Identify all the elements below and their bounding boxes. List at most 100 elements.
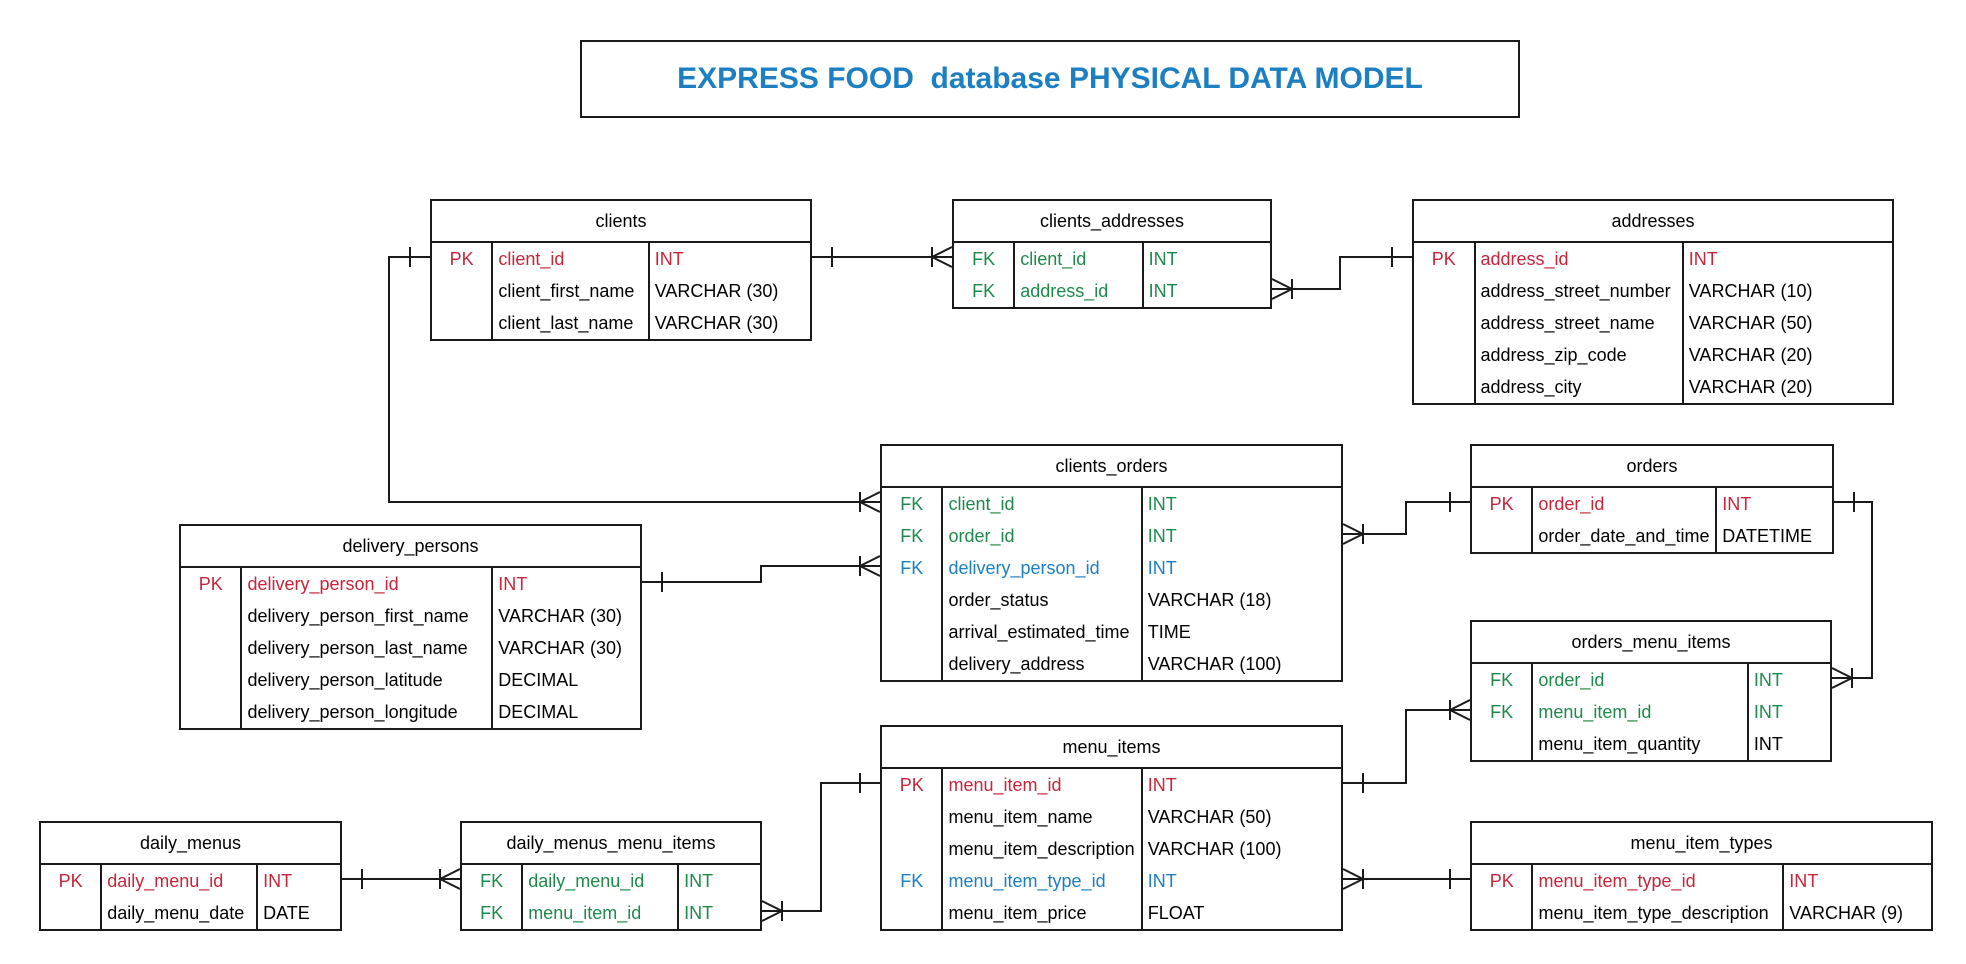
table-name: clients_orders: [882, 446, 1341, 488]
field-name: menu_item_type_id: [948, 871, 1106, 891]
many-cardinality-mark: [859, 555, 881, 567]
type-column: INT VARCHAR (9): [1782, 865, 1931, 929]
key-column: PK: [1472, 488, 1531, 552]
field-column: order_id order_date_and_time: [1531, 488, 1715, 552]
key-marker: [432, 307, 491, 339]
field-name: delivery_address: [948, 654, 1085, 674]
table-name: daily_menus_menu_items: [462, 823, 760, 865]
table-name: menu_item_types: [1472, 823, 1931, 865]
link-orders-orders-menu-items: [1832, 501, 1873, 679]
field-type: INT: [1147, 558, 1177, 578]
field-name: daily_menu_id: [528, 871, 645, 891]
many-cardinality-mark: [1342, 878, 1364, 890]
field-type: INT: [1147, 494, 1177, 514]
key-marker: [181, 664, 240, 696]
field-name: client_first_name: [498, 281, 635, 301]
field-type: DECIMAL: [498, 670, 579, 690]
field-name: menu_item_id: [1538, 702, 1652, 722]
table-name: daily_menus: [41, 823, 340, 865]
field-type: INT: [263, 871, 293, 891]
field-name: delivery_person_id: [948, 558, 1100, 578]
table-name: clients_addresses: [954, 201, 1270, 243]
key-marker: [882, 616, 941, 648]
field-name: daily_menu_date: [107, 903, 245, 923]
field-type: TIME: [1147, 622, 1191, 642]
field-column: client_id client_first_name client_last_na…: [491, 243, 647, 339]
field-name: delivery_person_first_name: [247, 606, 469, 626]
many-cardinality-mark: [859, 501, 881, 513]
key-marker: [1414, 371, 1474, 403]
table-name: delivery_persons: [181, 526, 640, 568]
key-marker: FK: [900, 526, 924, 546]
field-name: address_zip_code: [1480, 345, 1627, 365]
key-marker: FK: [900, 558, 924, 578]
key-column: PK: [432, 243, 491, 339]
link-delivery-persons-clients-orders: [642, 565, 880, 583]
field-name: menu_item_quantity: [1538, 734, 1701, 754]
field-type: INT: [1147, 871, 1177, 891]
field-type: INT: [654, 249, 684, 269]
key-marker: [882, 897, 941, 929]
field-name: order_id: [1538, 494, 1605, 514]
field-type: INT: [1753, 702, 1783, 722]
field-name: menu_item_description: [948, 839, 1135, 859]
key-marker: PK: [1489, 494, 1514, 514]
field-name: address_street_number: [1480, 281, 1671, 301]
field-type: VARCHAR (20): [1688, 377, 1813, 397]
field-type: INT: [1148, 281, 1178, 301]
key-marker: [882, 584, 941, 616]
key-marker: FK: [1490, 702, 1514, 722]
field-name: client_id: [948, 494, 1015, 514]
field-type: FLOAT: [1147, 903, 1205, 923]
field-type: VARCHAR (9): [1789, 903, 1903, 923]
field-name: address_id: [1480, 249, 1569, 269]
key-marker: [1472, 520, 1531, 552]
field-name: client_id: [498, 249, 565, 269]
many-cardinality-mark: [1449, 709, 1471, 721]
key-marker: FK: [1490, 670, 1514, 690]
field-type: INT: [1147, 775, 1177, 795]
many-cardinality-mark: [1831, 667, 1853, 679]
link-orders-clients-orders: [1343, 501, 1470, 535]
key-marker: [432, 275, 491, 307]
key-marker: [1472, 728, 1531, 760]
many-cardinality-mark: [1342, 523, 1364, 535]
key-column: FK FK FK: [882, 488, 941, 680]
table-name: orders: [1472, 446, 1832, 488]
field-type: VARCHAR (30): [498, 638, 622, 658]
field-type: INT: [498, 574, 528, 594]
field-type: INT: [1753, 734, 1783, 754]
field-type: INT: [1789, 871, 1819, 891]
key-column: PK FK: [882, 769, 941, 929]
key-marker: FK: [900, 871, 924, 891]
key-marker: FK: [900, 494, 924, 514]
field-name: address_id: [1020, 281, 1109, 301]
field-name: order_date_and_time: [1538, 526, 1710, 546]
key-marker: PK: [899, 775, 924, 795]
link-menu-items-daily-menus-menu-items: [762, 782, 880, 912]
key-marker: FK: [480, 903, 504, 923]
field-type: DECIMAL: [498, 702, 579, 722]
field-name: menu_item_type_id: [1538, 871, 1696, 891]
field-type: VARCHAR (20): [1688, 345, 1813, 365]
field-name: client_id: [1020, 249, 1087, 269]
key-column: PK: [181, 568, 240, 728]
key-marker: [181, 696, 240, 728]
field-name: client_last_name: [498, 313, 634, 333]
